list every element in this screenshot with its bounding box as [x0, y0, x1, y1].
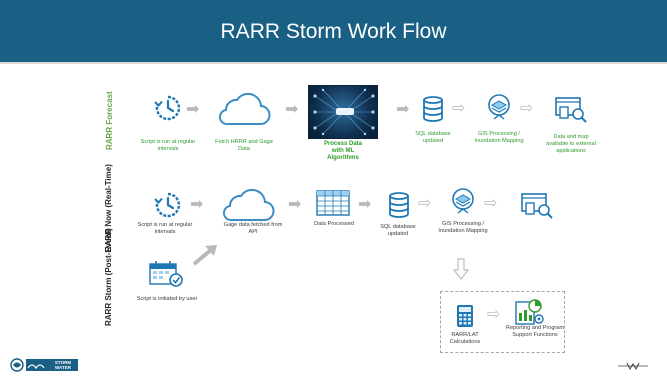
forecast-step4-caption: SQL database updated	[415, 131, 451, 144]
title-bar	[0, 0, 667, 62]
now-step2-caption: Gage data fetched from API	[223, 222, 283, 235]
right-arrow-icon: ⇨	[520, 100, 534, 117]
corner-mark-icon	[618, 358, 648, 371]
right-arrow-icon: ⇨	[452, 100, 466, 117]
forecast-step6-caption: Data and map available to external appli…	[546, 134, 596, 154]
cloud-icon	[220, 184, 276, 226]
storm-water-logo: STORM WATER	[10, 357, 80, 373]
right-arrow-icon: ➡	[288, 196, 302, 213]
forecast-step1-caption: Script is run at regular intervals	[140, 139, 196, 152]
calculator-icon	[456, 304, 474, 328]
now-step5-caption: GIS Processing / Inundation Mapping	[438, 221, 488, 234]
cloud-icon	[216, 88, 272, 130]
right-arrow-icon: ➡	[186, 101, 200, 118]
right-arrow-icon: ➡	[396, 101, 410, 118]
right-arrow-icon: ⇨	[418, 195, 432, 212]
logo-text: STORM WATER	[54, 360, 72, 370]
now-step1-caption: Script is run at regular intervals	[137, 222, 193, 235]
down-arrow-icon	[452, 258, 470, 280]
title-divider	[0, 62, 667, 64]
right-arrow-icon: ⇨	[484, 195, 498, 212]
monitor-search-icon	[554, 96, 588, 124]
right-arrow-icon: ⇨	[487, 306, 501, 323]
row-label-storm: RARR Storm (Post-Event)	[104, 228, 113, 326]
gis-layers-icon	[448, 187, 478, 217]
now-step3-caption: Data Processed	[314, 221, 354, 227]
forecast-step2-caption: Fetch HRRR and Gage Data	[215, 139, 273, 152]
storm-step1-caption: Script is initiated by user	[136, 296, 198, 302]
right-arrow-icon: ➡	[285, 101, 299, 118]
page-title: RARR Storm Work Flow	[220, 20, 447, 43]
clock-refresh-icon	[154, 191, 182, 219]
diagonal-arrow-icon	[192, 244, 218, 266]
storm-calc-caption: RARR/LAT Calculations	[449, 332, 481, 345]
right-arrow-icon: ➡	[358, 196, 372, 213]
database-icon	[422, 96, 444, 122]
gis-layers-icon	[484, 93, 514, 123]
clock-refresh-icon	[154, 94, 182, 122]
storm-reporting-caption: Reporting and Program Support Functions	[505, 325, 565, 338]
calculation-group-box	[440, 291, 565, 353]
forecast-step3-caption: Process Data with ML Algorithms	[323, 141, 363, 161]
row-label-forecast: RARR Forecast	[105, 91, 114, 150]
right-arrow-icon: ➡	[190, 196, 204, 213]
table-grid-icon	[316, 190, 350, 216]
database-icon	[388, 192, 410, 218]
forecast-step5-caption: GIS Processing / Inundation Mapping	[474, 131, 524, 144]
ml-badge	[336, 108, 354, 115]
report-icon	[514, 298, 544, 326]
calendar-check-icon	[148, 260, 184, 288]
now-step4-caption: SQL database updated	[380, 224, 416, 237]
monitor-search-icon	[520, 192, 554, 220]
